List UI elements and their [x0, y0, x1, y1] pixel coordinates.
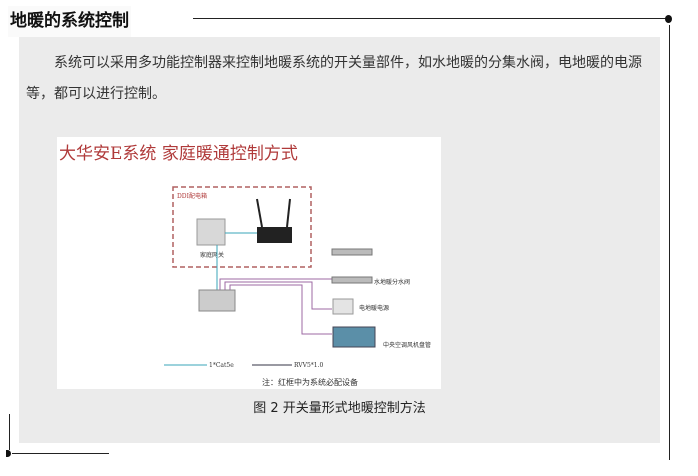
ac-unit-device: [332, 326, 376, 348]
controller-device: [198, 289, 236, 312]
diagram-title: 大华安E系统 家庭暖通控制方式: [59, 144, 298, 164]
body-paragraph: 系统可以采用多功能控制器来控制地暖系统的开关量部件，如水地暖的分集水阀，电地暖的…: [26, 55, 642, 102]
frame-line-right: [669, 25, 670, 460]
frame-line-left: [9, 414, 10, 450]
ddi-box-label: DDI配电箱: [177, 192, 207, 200]
ac-label: 中央空调风机盘管: [383, 341, 431, 349]
divider-line: [193, 18, 668, 19]
manifold-label: 水地暖分水阀: [374, 278, 410, 286]
section-title: 地暖的系统控制: [8, 6, 131, 37]
manifold-device: [331, 248, 373, 284]
gateway-label: 家庭网关: [200, 251, 224, 259]
diagram-figure: 大华安E系统 家庭暖通控制方式 DDI配电箱 家庭网关 水地暖分水阀 电地暖电源…: [57, 137, 441, 389]
ddi-box: [172, 186, 312, 268]
router-device: [256, 198, 292, 243]
legend-rvv-label: RVV5*1.0: [294, 362, 324, 369]
divider-dot: [665, 15, 672, 23]
divider-dot-bottom: [6, 450, 11, 457]
gateway-device: [196, 218, 226, 246]
power-device: [332, 298, 354, 315]
divider-line-bottom: [12, 453, 109, 454]
legend-cat5e-label: 1*Cat5e: [209, 362, 234, 369]
figure-caption: 图 2 开关量形式地暖控制方法: [253, 401, 426, 416]
power-label: 电地暖电源: [359, 304, 389, 312]
diagram-note: 注：红框中为系统必配设备: [262, 377, 358, 387]
